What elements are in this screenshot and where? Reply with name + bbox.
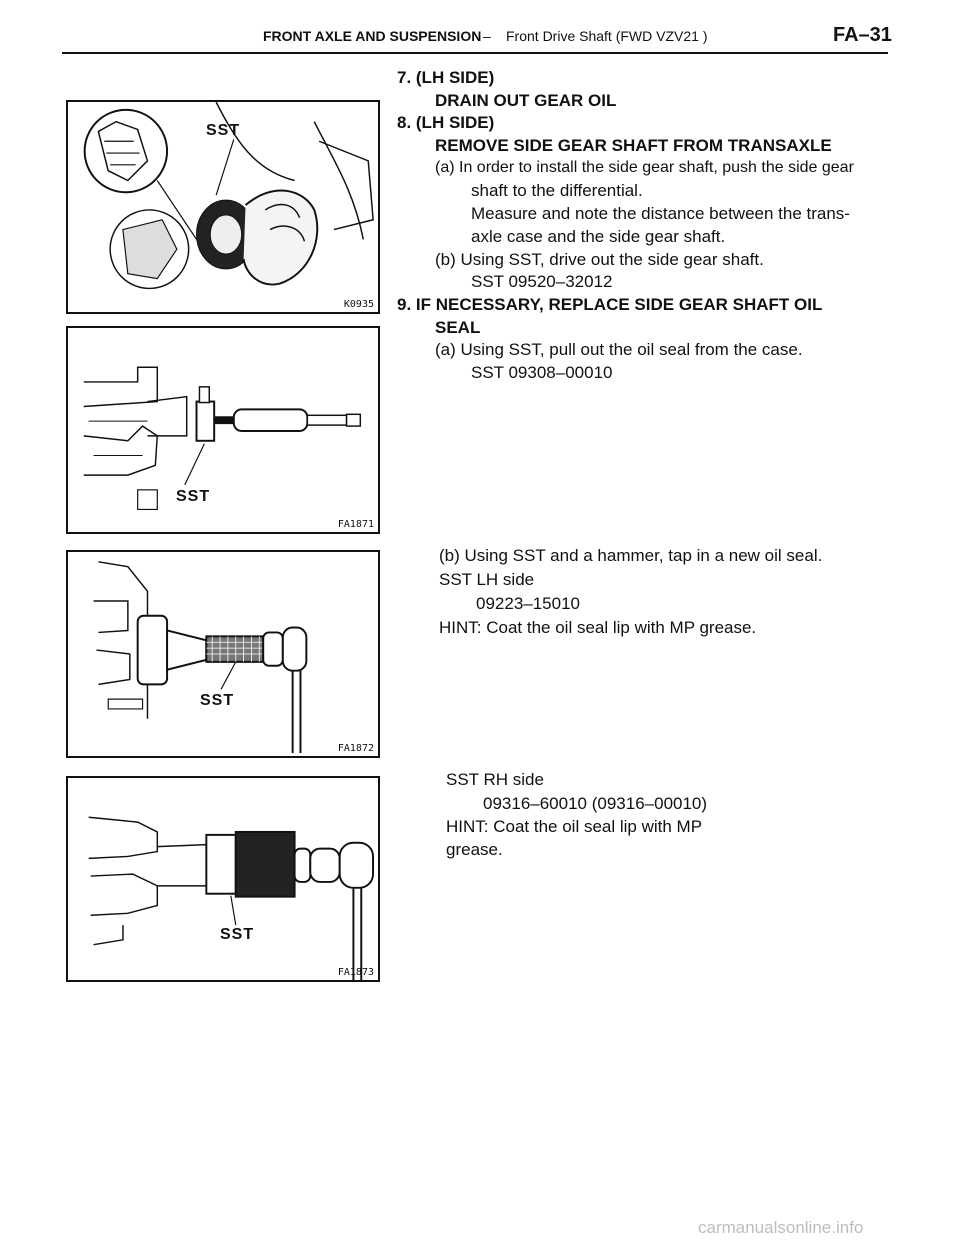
rh-sst-number: 09316–60010 (09316–00010) (483, 794, 708, 813)
figure-k0935-code: K0935 (343, 299, 374, 310)
figure-fa1871: SST FA1871 (66, 326, 380, 534)
step-7-title: 7. (LH SIDE) (397, 68, 495, 87)
step-8b-sst: SST 09520–32012 (471, 272, 613, 291)
step-9b-sst-lh: SST LH side (439, 570, 535, 589)
figure-fa1873-drawing (88, 816, 375, 980)
step-9a-line1: (a) Using SST, pull out the oil seal fro… (435, 340, 803, 359)
figure-fa1872-sst-label: SST (200, 692, 235, 709)
page-number: FA–31 (833, 24, 892, 46)
figure-fa1871-code: FA1871 (337, 519, 374, 530)
figure-fa1871-drawing (83, 366, 362, 511)
header-rule (62, 52, 888, 54)
step-8a-line2: shaft to the differential. (471, 181, 643, 200)
figure-fa1871-sst-label: SST (176, 488, 211, 505)
figure-k0935-sst-label: SST (206, 122, 241, 139)
step-8-subtitle: REMOVE SIDE GEAR SHAFT FROM TRANSAXLE (435, 136, 832, 155)
header-subsection: Front Drive Shaft (FWD VZV21 ) (506, 28, 708, 44)
figure-k0935: SST K0935 (66, 100, 380, 314)
figure-fa1873: SST FA1873 (66, 776, 380, 982)
figure-fa1872-drawing (93, 561, 308, 754)
rh-hint-line1: HINT: Coat the oil seal lip with MP (446, 817, 703, 836)
step-9b-sst-lh-number: 09223–15010 (476, 594, 581, 613)
step-8-title: 8. (LH SIDE) (397, 113, 495, 132)
header-separator: – (483, 28, 491, 44)
step-9-title-cont: SEAL (435, 318, 481, 337)
step-9b-line1: (b) Using SST and a hammer, tap in a new… (439, 546, 823, 565)
step-8b-line1: (b) Using SST, drive out the side gear s… (435, 250, 764, 269)
header-section: FRONT AXLE AND SUSPENSION (263, 28, 482, 44)
figure-fa1872: SST FA1872 (66, 550, 380, 758)
step-9-title: 9. IF NECESSARY, REPLACE SIDE GEAR SHAFT… (397, 295, 823, 314)
watermark: carmanualsonline.info (698, 1218, 864, 1237)
figure-fa1872-code: FA1872 (337, 743, 374, 754)
step-9b-hint: HINT: Coat the oil seal lip with MP grea… (439, 618, 757, 637)
figure-fa1873-sst-label: SST (220, 926, 255, 943)
figure-k0935-drawing (83, 102, 374, 290)
step-8a-line4: axle case and the side gear shaft. (471, 227, 726, 246)
step-8a-line3: Measure and note the distance between th… (471, 204, 850, 223)
rh-hint-line2: grease. (446, 840, 503, 859)
figure-fa1873-code: FA1873 (337, 967, 374, 978)
step-9a-sst: SST 09308–00010 (471, 363, 613, 382)
step-8a-line1: (a) In order to install the side gear sh… (435, 159, 854, 176)
rh-sst-label: SST RH side (446, 770, 544, 789)
step-7-subtitle: DRAIN OUT GEAR OIL (435, 91, 617, 110)
